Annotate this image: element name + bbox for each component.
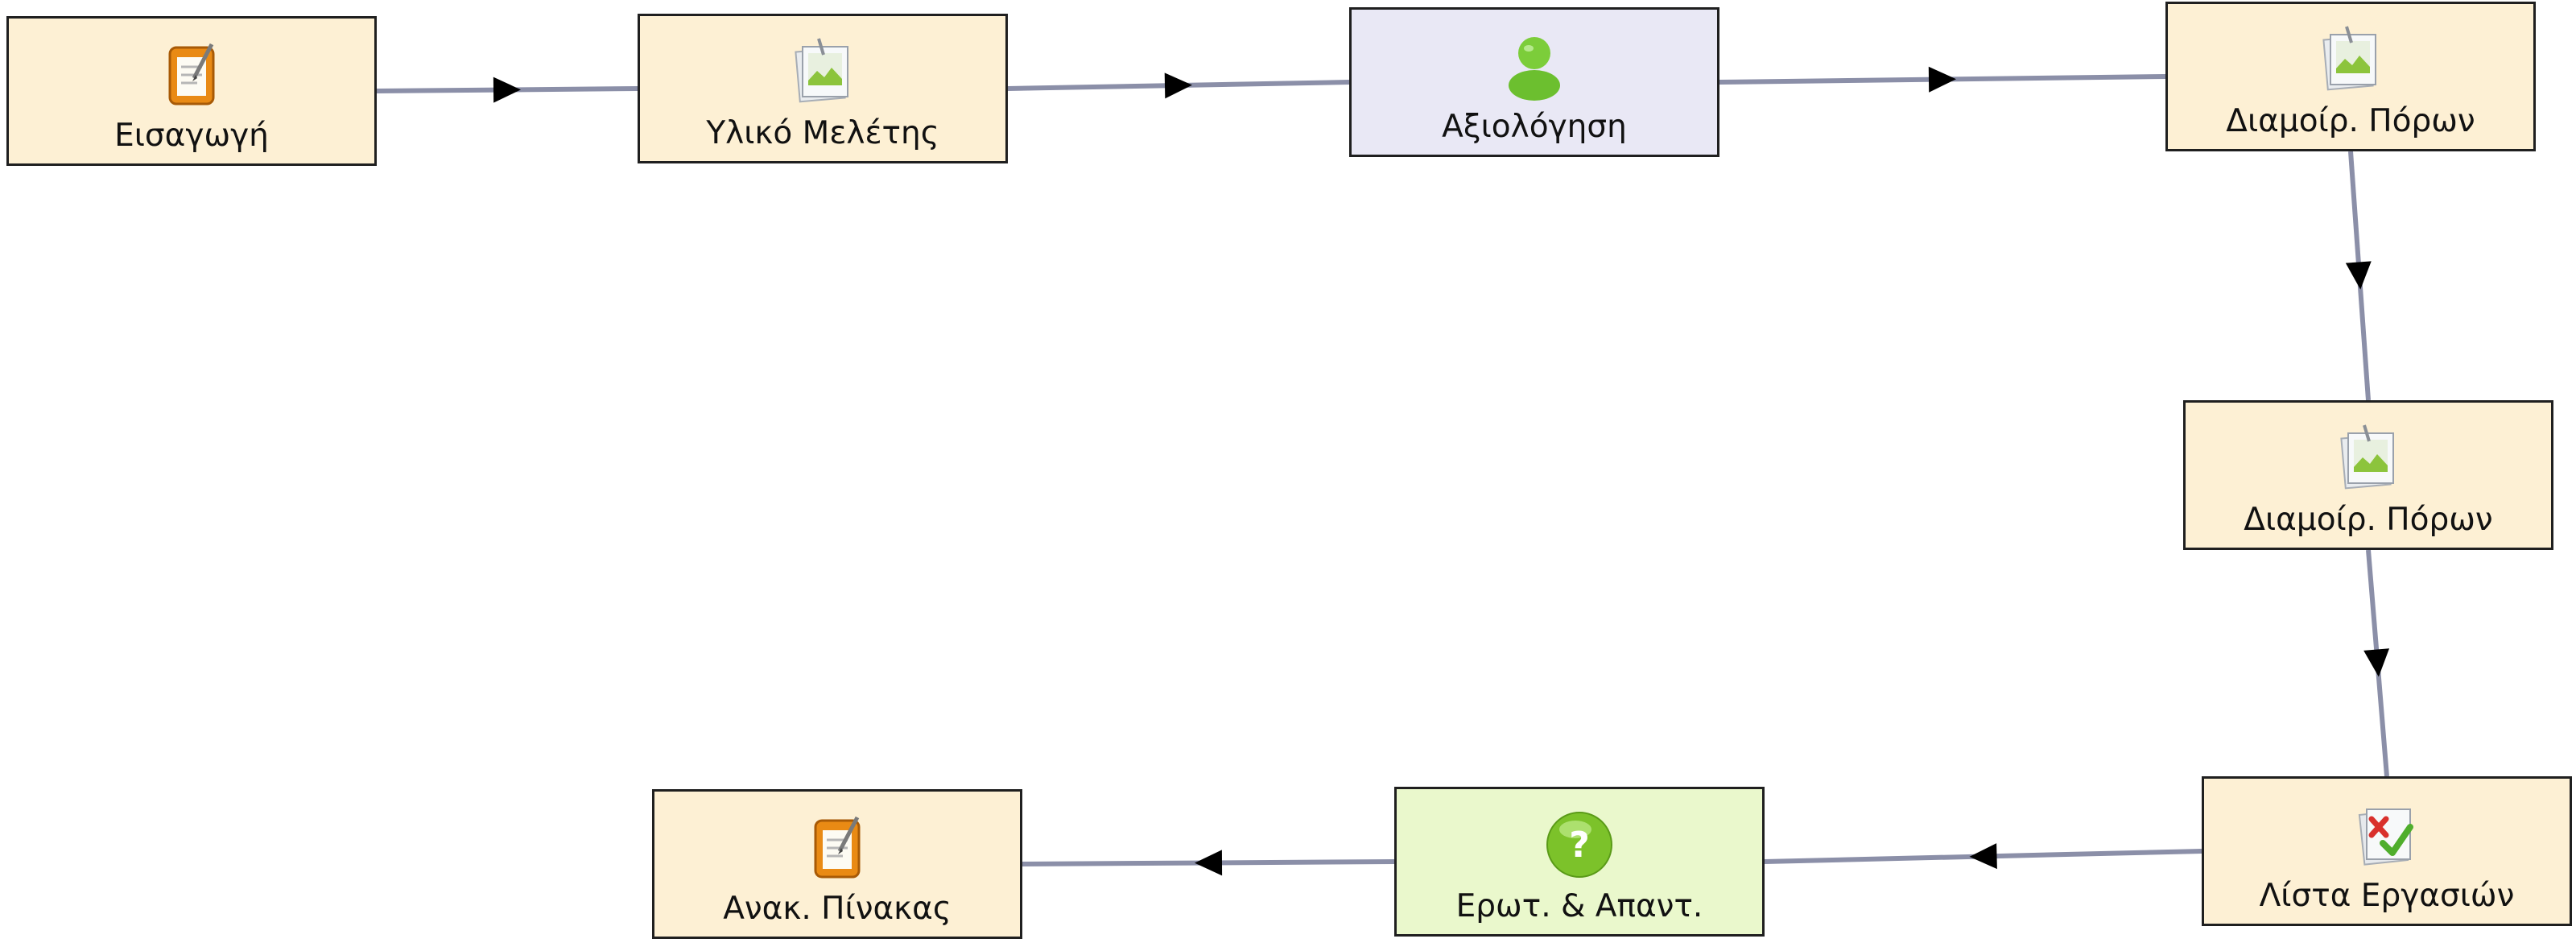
image-resource-icon <box>786 35 859 108</box>
arrowhead-study-assess <box>1164 72 1192 99</box>
node-resource-sharing-2[interactable]: Διαμοίρ. Πόρων <box>2183 400 2553 550</box>
edges-layer <box>376 66 2390 876</box>
arrowhead-qa-board <box>1195 850 1223 876</box>
task-checklist-icon <box>2351 798 2423 870</box>
node-label: Διαμοίρ. Πόρων <box>2226 103 2475 139</box>
arrowhead-intro-study <box>493 77 521 103</box>
node-intro[interactable]: Εισαγωγή <box>6 16 377 166</box>
user-icon <box>1498 29 1571 101</box>
image-resource-icon <box>2314 23 2387 96</box>
image-resource-icon <box>2332 422 2405 494</box>
node-task-list[interactable]: Λίστα Εργασιών <box>2202 776 2572 926</box>
node-label: Ερωτ. & Απαντ. <box>1455 888 1703 924</box>
arrowhead-assess-share1 <box>1928 66 1956 93</box>
node-label: Υλικό Μελέτης <box>706 115 939 151</box>
notepad-icon <box>155 38 228 110</box>
question-icon: ? <box>1543 808 1616 881</box>
arrowhead-share1-share2 <box>2345 261 2372 290</box>
svg-text:?: ? <box>1569 825 1590 866</box>
node-label: Ανακ. Πίνακας <box>723 891 952 927</box>
node-label: Αξιολόγηση <box>1442 109 1627 145</box>
notepad-icon <box>801 811 873 883</box>
node-resource-sharing-1[interactable]: Διαμοίρ. Πόρων <box>2165 2 2536 151</box>
node-label: Λίστα Εργασιών <box>2259 878 2515 914</box>
node-bulletin-board[interactable]: Ανακ. Πίνακας <box>652 789 1022 939</box>
node-label: Διαμοίρ. Πόρων <box>2244 502 2493 538</box>
arrowhead-tasks-qa <box>1969 843 1997 870</box>
node-assessment[interactable]: Αξιολόγηση <box>1349 7 1719 157</box>
node-label: Εισαγωγή <box>114 118 269 154</box>
node-study-material[interactable]: Υλικό Μελέτης <box>638 14 1008 163</box>
node-questions-answers[interactable]: ? Ερωτ. & Απαντ. <box>1394 787 1765 937</box>
arrowhead-share2-tasks <box>2363 648 2390 677</box>
